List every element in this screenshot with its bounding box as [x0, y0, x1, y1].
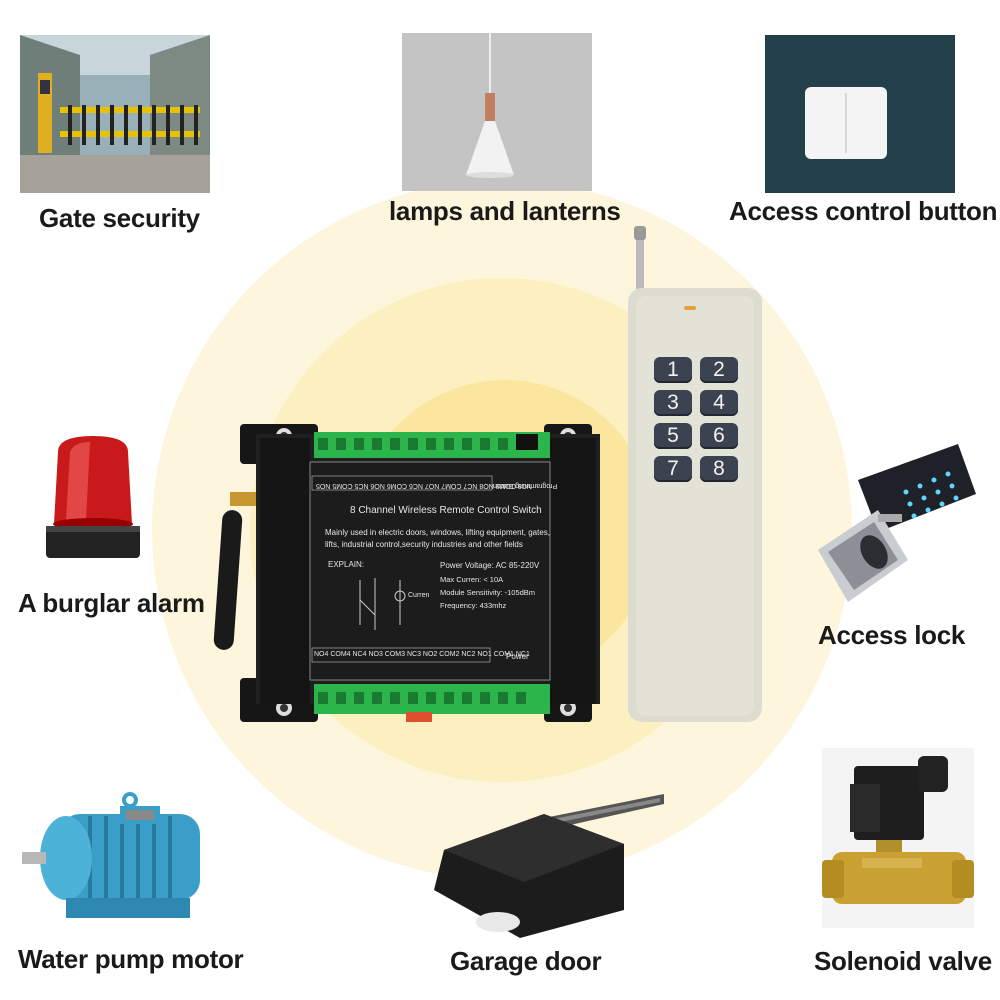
controller-frequency: Frequency: 433mhz — [440, 601, 507, 610]
controller-explain: EXPLAIN: — [328, 560, 365, 569]
access-lock-photo — [808, 440, 978, 612]
water-pump-motor-photo — [20, 792, 218, 930]
lamps-label: lamps and lanterns — [389, 196, 621, 226]
remote-key-4[interactable]: 4 — [700, 390, 738, 416]
burglar-alarm-label: A burglar alarm — [18, 588, 205, 618]
remote-key-3[interactable]: 3 — [654, 390, 692, 416]
lamp-photo — [402, 33, 592, 191]
remote-keypad: 1 2 3 4 5 6 7 8 — [654, 357, 738, 482]
controller-usage-line2: lifts, industrial control,security indus… — [325, 540, 523, 549]
controller-module-sensitivity: Module Sensitivity: -105dBm — [440, 588, 536, 597]
remote-control: 1 2 3 4 5 6 7 8 — [626, 226, 766, 726]
access-lock-label: Access lock — [818, 620, 966, 650]
remote-key-6[interactable]: 6 — [700, 423, 738, 449]
gate-security-photo — [20, 35, 210, 193]
controller-power-label: Power — [506, 652, 529, 661]
controller-title: 8 Channel Wireless Remote Control Switch — [350, 505, 542, 516]
controller-curren-label: Curren — [408, 592, 430, 599]
remote-key-8[interactable]: 8 — [700, 456, 738, 482]
access-control-button-photo — [765, 35, 955, 193]
water-pump-motor-label: Water pump motor — [18, 944, 244, 974]
access-control-button-label: Access control button — [729, 196, 998, 226]
burglar-alarm-photo — [40, 432, 146, 562]
solenoid-valve-photo — [822, 748, 974, 928]
remote-key-5[interactable]: 5 — [654, 423, 692, 449]
garage-door-photo — [424, 790, 668, 940]
gate-security-label: Gate security — [39, 203, 200, 233]
terminal-labels-bottom: NO4 COM4 NC4 NO3 COM3 NC3 NO2 COM2 NC2 N… — [314, 651, 530, 658]
remote-key-7[interactable]: 7 — [654, 456, 692, 482]
controller-usage-line1: Mainly used in electric doors, windows, … — [325, 528, 550, 537]
controller-max-current: Max Curren: < 10A — [440, 575, 504, 584]
solenoid-valve-label: Solenoid valve — [814, 946, 992, 976]
controller-power-voltage: Power Voltage: AC 85-220V — [440, 561, 540, 570]
garage-door-label: Garage door — [450, 946, 602, 976]
remote-key-2[interactable]: 2 — [700, 357, 738, 383]
controller-board: NC8 COM8 NO8 NC7 COM7 NO7 NC6 COM6 NO6 N… — [210, 420, 610, 730]
programming-button-label: Programming Button — [493, 482, 558, 489]
remote-key-1[interactable]: 1 — [654, 357, 692, 383]
